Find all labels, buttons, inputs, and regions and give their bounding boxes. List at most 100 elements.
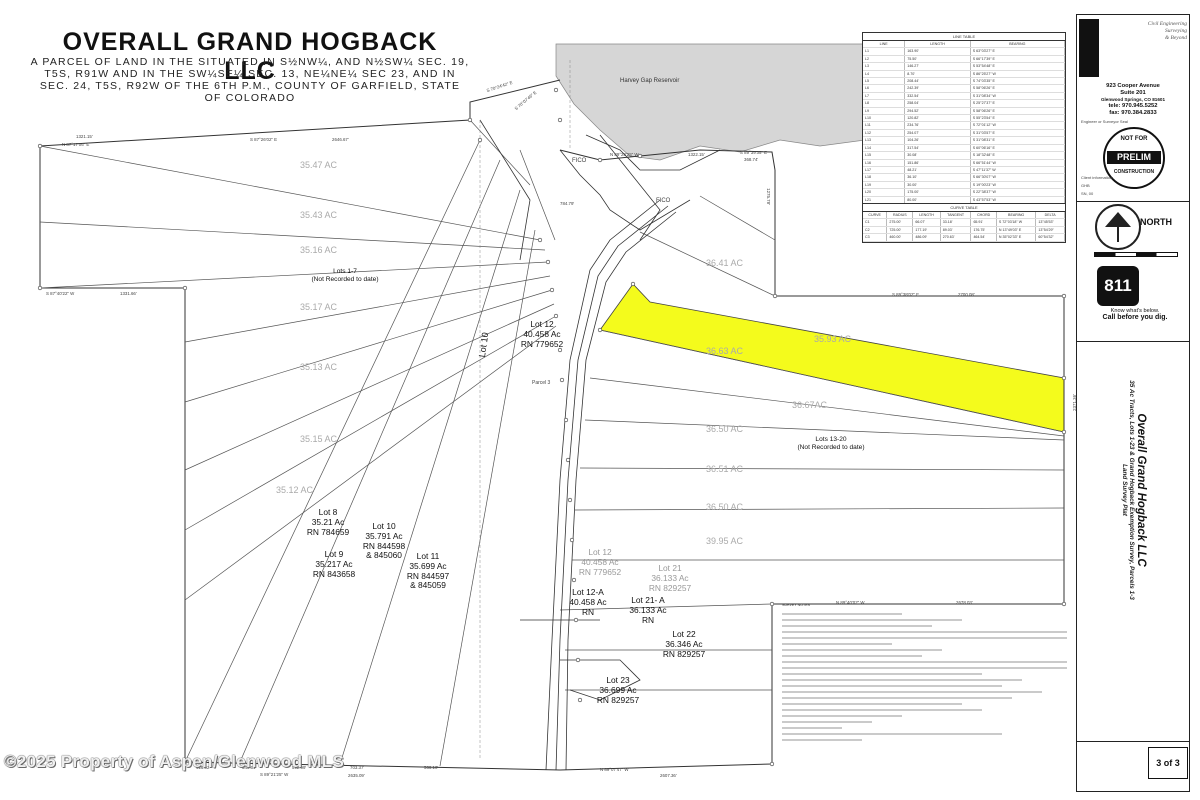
line-table-cell: L6 xyxy=(863,84,906,93)
line-table-cell: 294.52' xyxy=(904,107,971,116)
curve-table-cell: 60°54'32" xyxy=(1035,233,1065,242)
line-table-caption: LINE TABLE xyxy=(863,33,1065,41)
client-info-label: Client information: xyxy=(1081,175,1114,180)
firm-address: 923 Cooper Avenue Suite 201 Glenwood Spr… xyxy=(1081,83,1185,117)
distance-label: 2678.03' xyxy=(956,600,973,605)
call-line: Call before you dig. xyxy=(1102,313,1168,321)
acreage-label: 35.17 AC xyxy=(300,302,338,312)
bearing-label: N 89°28'25" W xyxy=(610,152,639,157)
firm-line: Surveying xyxy=(1165,28,1187,34)
line-table-cell: 175.00' xyxy=(904,188,971,197)
line-table-cell: S 86°25'27" W xyxy=(970,70,1066,79)
lot-acreage: 36.346 Ac xyxy=(665,638,703,649)
lot-acreage: 35.217 Ac xyxy=(315,558,353,569)
acreage-label: 35.43 AC xyxy=(300,210,338,220)
line-table-cell: 30.08' xyxy=(904,151,971,160)
line-table-cell: L17 xyxy=(863,166,906,175)
curve-table-cell: S 72°03'18" W xyxy=(996,218,1037,227)
distance-label: 2635.09' xyxy=(348,773,365,778)
bearing-label: N 89°07'47" W xyxy=(600,767,629,772)
bearing-label: S 89°38'02" E xyxy=(892,292,920,297)
curve-table-cell: C2 xyxy=(863,226,888,235)
fico-label-1: FICO xyxy=(572,158,587,164)
line-table-cell: L10 xyxy=(863,114,906,123)
line-table-cell: S 63°03'27" E xyxy=(970,47,1066,56)
line-table-cell: L15 xyxy=(863,151,906,160)
curve-table-header: RADIUS xyxy=(886,212,914,220)
north-arrow-icon xyxy=(1095,204,1141,250)
lot-reception: RN 843658 xyxy=(312,568,356,579)
line-table-cell: 146.27' xyxy=(904,62,971,71)
survey-notes-heading: SURVEY NOTES xyxy=(782,603,811,607)
line-table-cell: 163.90' xyxy=(904,47,971,56)
distance-label: 2646.67' xyxy=(332,137,349,142)
divider xyxy=(1077,741,1189,742)
lot-name: Lot 12 xyxy=(588,547,612,557)
lot-reception: RN 784659 xyxy=(306,526,350,537)
line-table-cell: 242.39' xyxy=(904,84,971,93)
lot-name: Lot 10 xyxy=(372,521,396,531)
curve-table-header: DELTA xyxy=(1035,212,1065,220)
distance-label: 592.99' xyxy=(292,765,307,770)
curve-table-cell: 460.00' xyxy=(886,233,914,242)
acreage-label: 39.95 AC xyxy=(706,536,744,546)
north-label: NORTH xyxy=(1140,217,1172,227)
line-table-cell: L12 xyxy=(863,129,906,138)
lot-9-label: Lot 9 35.217 Ac RN 843658 xyxy=(296,549,372,579)
distance-label: 368.74' xyxy=(744,157,759,162)
line-table-cell: L16 xyxy=(863,159,906,167)
call-before-you-dig: Know what's below. Call before you dig. xyxy=(1090,308,1180,321)
line-table-cell: S 19°00'23" W xyxy=(970,181,1066,190)
not-for-construction-stamp: NOT FOR PRELIM CONSTRUCTION xyxy=(1103,127,1165,189)
line-table-cell: S 55°23'54" E xyxy=(970,114,1066,123)
lot-21a-label: Lot 21- A 36.133 Ac RN xyxy=(616,595,680,625)
client-info-value: SN, 00 xyxy=(1081,191,1094,196)
line-table-cell: 104.26' xyxy=(904,136,971,145)
acreage-label: 36.63 AC xyxy=(706,346,744,356)
sheet-number: 3 of 3 xyxy=(1148,747,1188,779)
firm-logo xyxy=(1079,19,1099,77)
acreage-label: 36.67AC xyxy=(792,400,828,410)
line-table-cell: 234.76' xyxy=(904,121,971,130)
curve-table-cell: C1 xyxy=(863,218,888,227)
lot-12a-label: Lot 12-A 40.458 Ac RN xyxy=(556,587,620,617)
lot-reception: RN xyxy=(641,614,655,625)
curve-table-cell: 486.09' xyxy=(912,233,941,242)
acreage-label: 36.51 AC xyxy=(706,464,744,474)
know-line: Know what's below. xyxy=(1110,308,1160,314)
bearing-label: S 89°21'25" W xyxy=(260,772,289,777)
line-table-cell: L8 xyxy=(863,99,906,108)
survey-notes: SURVEY NOTES xyxy=(782,603,1067,760)
curve-table-cell: 464.54' xyxy=(970,233,997,242)
curve-table-caption: CURVE TABLE xyxy=(863,204,1065,212)
lot-name: Lot 21 xyxy=(658,563,682,573)
stamp-bottom-text: CONSTRUCTION xyxy=(1113,169,1155,175)
lot-reception: RN 844598 xyxy=(362,540,406,551)
parcel-3-label: Parcel 3 xyxy=(532,380,551,386)
project-subtitle: 35 Ac Tracts, Lots 1-23 & Grand Hogback … xyxy=(1128,380,1135,600)
lot-22-label: Lot 22 36.346 Ac RN 829257 xyxy=(652,629,716,659)
line-table-cell: L19 xyxy=(863,181,906,190)
line-table-cell: 332.54' xyxy=(904,92,971,101)
lot-reception: RN 844597 xyxy=(406,570,450,581)
address-line: Glenwood Springs, CO 81601 xyxy=(1100,96,1166,102)
curve-table-cell: 275.00' xyxy=(886,218,914,227)
curve-table-cell: 725.00' xyxy=(886,226,914,235)
lot-acreage: 40.458 Ac xyxy=(581,556,619,567)
curve-table-grid: CURVE RADIUS LENGTH TANGENT CHORD BEARIN… xyxy=(863,212,1065,242)
survey-notes-lines xyxy=(782,613,1067,741)
line-table-cell: 120.82' xyxy=(904,114,971,123)
line-table-cell: L7 xyxy=(863,92,906,101)
mls-watermark: ©2025 Property of Aspen/Glenwood MLS xyxy=(4,752,345,771)
line-table-cell: 258.04' xyxy=(904,99,971,108)
distance-label: 566.10' xyxy=(424,765,439,770)
curve-table-cell: 13°45'53" xyxy=(1035,218,1065,227)
firm-line: Civil Engineering xyxy=(1147,21,1187,27)
